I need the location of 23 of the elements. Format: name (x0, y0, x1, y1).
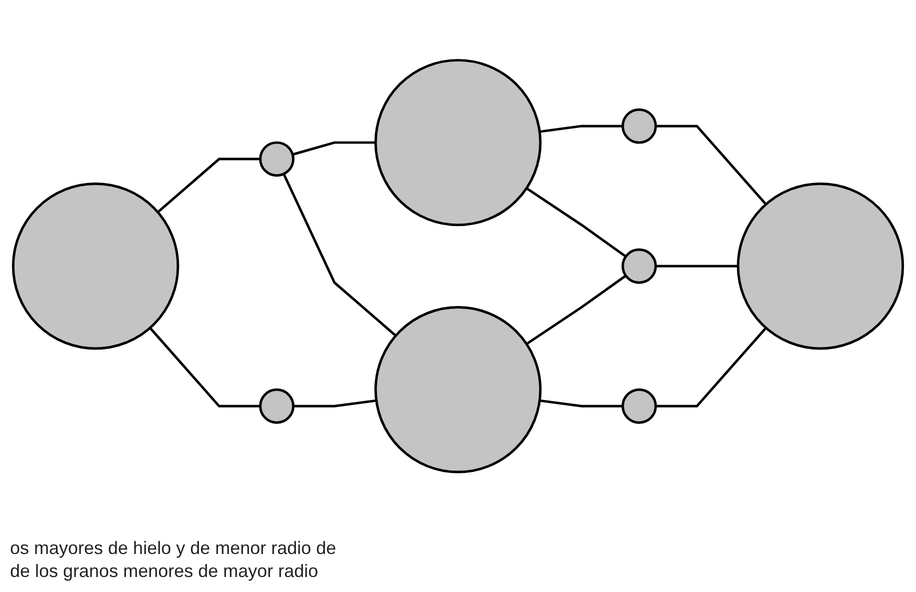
node-circle (259, 141, 294, 177)
connector (656, 264, 738, 268)
connector (293, 399, 377, 408)
connector (526, 274, 627, 345)
connector (539, 399, 623, 408)
node-circle (622, 108, 657, 144)
note-text: de los granos menores de mayor radio (10, 561, 320, 582)
connector (149, 326, 260, 408)
node-circle (374, 58, 542, 226)
node-circle (736, 182, 904, 350)
connector (539, 124, 623, 133)
node-circle (259, 388, 294, 424)
note-text: os mayores de hielo y de menor radio de (10, 538, 338, 559)
connector (292, 141, 376, 156)
node-circle (374, 306, 542, 474)
connector (157, 158, 260, 213)
node-circle (622, 248, 657, 284)
connector (526, 187, 627, 258)
connector (656, 124, 767, 206)
connector (656, 326, 767, 408)
node-circle (622, 388, 657, 424)
node-circle (12, 182, 180, 350)
connector (282, 173, 397, 337)
